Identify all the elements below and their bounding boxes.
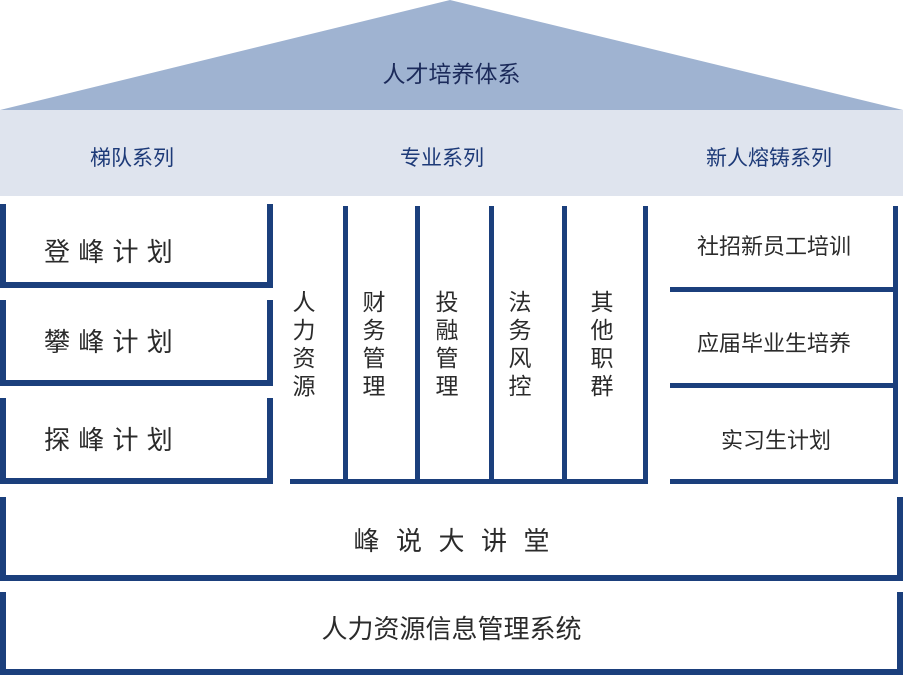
column-legal: 法务风控: [508, 290, 532, 400]
forum-box: [0, 497, 903, 581]
column-other: 其他职群: [590, 290, 614, 400]
column-divider-1: [343, 206, 348, 483]
column-divider-2: [415, 206, 420, 483]
newcomer-base: [670, 479, 898, 484]
roof-title: 人才培养体系: [382, 62, 521, 88]
newcomer-item-2: 应届毕业生培养: [697, 332, 852, 357]
roof: [0, 0, 903, 110]
column-hr: 人力资源: [292, 290, 316, 400]
newcomer-divider-2: [670, 383, 898, 388]
newcomer-item-1: 社招新员工培训: [697, 235, 852, 260]
hris-box: [0, 592, 903, 675]
column-investment: 投融管理: [435, 290, 459, 400]
newcomer-item-3: 实习生计划: [721, 429, 832, 454]
series-label-ladder: 梯队系列: [90, 146, 174, 170]
plan-label-1: 登 峰 计 划: [44, 238, 173, 268]
series-label-newcomer: 新人熔铸系列: [706, 146, 832, 170]
newcomer-right-border: [893, 206, 898, 483]
plan-label-2: 攀 峰 计 划: [44, 328, 173, 358]
series-beam: [0, 110, 903, 196]
hris-label: 人力资源信息管理系统: [321, 615, 582, 645]
column-divider-5: [643, 206, 648, 483]
forum-label: 峰 说 大 讲 堂: [353, 527, 550, 557]
plan-box-3: [0, 398, 273, 484]
newcomer-divider-1: [670, 287, 898, 292]
column-divider-4: [562, 206, 567, 483]
columns-base: [290, 479, 648, 484]
column-finance: 财务管理: [362, 290, 386, 400]
series-label-professional: 专业系列: [400, 146, 484, 170]
plan-box-1: [0, 204, 273, 288]
plan-label-3: 探 峰 计 划: [44, 426, 173, 456]
plan-box-2: [0, 300, 273, 386]
column-divider-3: [489, 206, 494, 483]
